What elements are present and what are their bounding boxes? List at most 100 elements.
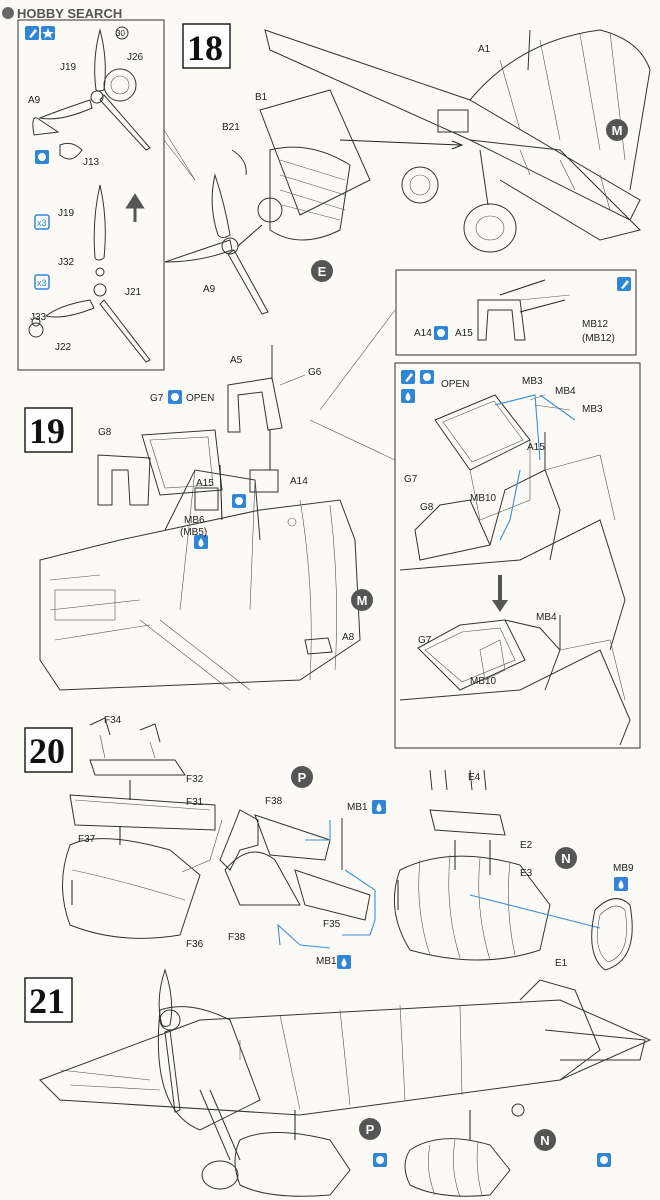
label: OPEN xyxy=(441,379,469,390)
paint-icon xyxy=(617,277,631,291)
svg-text:x3: x3 xyxy=(37,218,47,228)
label: MB3 xyxy=(522,376,543,387)
label: J19 xyxy=(60,62,77,73)
step-19-inset-frame xyxy=(394,362,641,749)
label: A15 xyxy=(527,442,545,453)
label: MB10 xyxy=(470,676,497,687)
star-icon xyxy=(41,26,55,40)
glue-icon xyxy=(420,370,434,384)
label: MB4 xyxy=(555,386,576,397)
label: A5 xyxy=(230,355,243,366)
label: J33 xyxy=(30,312,47,323)
watermark-logo: HOBBY SEARCH xyxy=(2,6,122,21)
label: B21 xyxy=(222,122,240,133)
label: J22 xyxy=(55,342,72,353)
assembly-circle-p: P xyxy=(359,1118,381,1140)
label: F38 xyxy=(265,796,283,807)
step-18-inset-frame xyxy=(17,19,165,371)
label: G7 xyxy=(404,474,418,485)
glue-icon xyxy=(168,390,182,404)
svg-text:x3: x3 xyxy=(37,278,47,288)
step-18: 18 x xyxy=(17,19,651,371)
label: (MB12) xyxy=(582,333,615,344)
label: J19 xyxy=(58,208,75,219)
step-21-number: 21 xyxy=(29,981,65,1021)
svg-text:N: N xyxy=(561,851,570,866)
label: MB9 xyxy=(613,863,634,874)
step-18-subinset-frame xyxy=(395,269,637,356)
svg-text:M: M xyxy=(612,123,623,138)
label: OPEN xyxy=(186,393,214,404)
glue-icon xyxy=(597,1153,611,1167)
label: A9 xyxy=(28,95,41,106)
label: E3 xyxy=(520,868,533,879)
label: J13 xyxy=(83,157,100,168)
assembly-circle-m: M xyxy=(606,119,628,141)
assembly-circle-n: N xyxy=(555,847,577,869)
label: MB6 xyxy=(184,515,205,526)
paint-icon xyxy=(401,370,415,384)
label: F31 xyxy=(186,797,204,808)
label: MB4 xyxy=(536,612,557,623)
label: J21 xyxy=(125,287,142,298)
label: MB12 xyxy=(582,319,609,330)
step-21: 21 P N xyxy=(24,968,652,1198)
label: E4 xyxy=(468,772,481,783)
step-20: 20 xyxy=(24,715,634,971)
label: A15 xyxy=(196,478,214,489)
glue-icon xyxy=(35,150,49,164)
label: J32 xyxy=(58,257,75,268)
label: A8 xyxy=(342,632,355,643)
svg-text:N: N xyxy=(540,1133,549,1148)
label: E2 xyxy=(520,840,533,851)
cement-icon xyxy=(372,800,386,814)
label: G7 xyxy=(150,393,164,404)
label: A15 xyxy=(455,328,473,339)
assembly-circle-n: N xyxy=(534,1129,556,1151)
cement-icon xyxy=(194,535,208,549)
paint-icon xyxy=(25,26,39,40)
assembly-circle-e: E xyxy=(311,260,333,282)
times-three-icon: x3 xyxy=(34,214,50,230)
label: G8 xyxy=(420,502,434,513)
glue-icon xyxy=(373,1153,387,1167)
label: A14 xyxy=(414,328,432,339)
label: F37 xyxy=(78,834,96,845)
step-19: 19 A5 xyxy=(24,309,641,749)
label: F34 xyxy=(104,715,122,726)
label: A9 xyxy=(203,284,216,295)
assembly-circle-p: P xyxy=(291,766,313,788)
label: F38 xyxy=(228,932,246,943)
label: F32 xyxy=(186,774,204,785)
step-21-number-box xyxy=(24,977,73,1023)
svg-text:P: P xyxy=(298,770,307,785)
label: MB1 xyxy=(347,802,368,813)
assembly-circle-m: M xyxy=(351,589,373,611)
label: MB3 xyxy=(582,404,603,415)
label: MB10 xyxy=(470,493,497,504)
label: MB1 xyxy=(316,956,337,967)
label: F35 xyxy=(323,919,341,930)
svg-text:M: M xyxy=(357,593,368,608)
step-20-number: 20 xyxy=(29,731,65,771)
label: E1 xyxy=(555,958,568,969)
label: J26 xyxy=(127,52,144,63)
cement-icon xyxy=(401,389,415,403)
step-18-number: 18 xyxy=(187,28,223,68)
step-19-number-box xyxy=(24,407,73,453)
label: G6 xyxy=(308,367,322,378)
times-three-icon: x3 xyxy=(34,274,50,290)
svg-text:E: E xyxy=(318,264,327,279)
glue-icon xyxy=(434,326,448,340)
label: A1 xyxy=(478,44,491,55)
label: F36 xyxy=(186,939,204,950)
label: G8 xyxy=(98,427,112,438)
step-19-number: 19 xyxy=(29,411,65,451)
step-18-number-box xyxy=(182,23,231,69)
label: 30 xyxy=(116,29,125,38)
step-20-number-box xyxy=(24,727,73,773)
label: B1 xyxy=(255,92,268,103)
glue-icon xyxy=(232,494,246,508)
